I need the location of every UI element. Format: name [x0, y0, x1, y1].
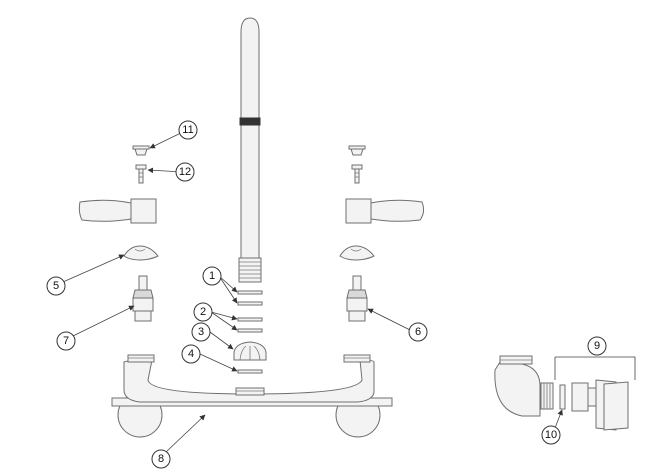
svg-text:9: 9 — [594, 340, 600, 352]
callout-10: 10 — [541, 425, 561, 445]
spout-band — [239, 117, 261, 126]
callout-12: 12 — [175, 162, 195, 182]
faucet-body-8 — [111, 354, 393, 438]
svg-text:8: 8 — [158, 453, 164, 465]
left-flange-5 — [123, 245, 159, 261]
washer-10 — [559, 384, 566, 410]
callout-8: 8 — [151, 449, 171, 469]
callout-2: 2 — [193, 302, 213, 322]
svg-text:3: 3 — [198, 326, 204, 338]
o-ring-1 — [237, 290, 263, 306]
callout-7: 7 — [56, 331, 76, 351]
callout-5: 5 — [46, 276, 66, 296]
callout-6: 6 — [408, 322, 428, 342]
left-lever-handle — [78, 198, 157, 224]
svg-text:6: 6 — [415, 326, 421, 338]
right-lever-handle — [345, 198, 425, 224]
right-flange — [339, 245, 375, 261]
screw-12 — [135, 164, 147, 184]
spout-threads — [238, 257, 262, 283]
wall-mount-assembly-9 — [494, 355, 629, 431]
svg-text:1: 1 — [209, 270, 215, 282]
washer-4 — [237, 369, 263, 374]
callout-11: 11 — [178, 120, 198, 140]
spout-tube — [238, 17, 262, 283]
svg-text:2: 2 — [200, 306, 206, 318]
svg-text:4: 4 — [188, 348, 194, 360]
left-cartridge-7 — [132, 275, 154, 322]
svg-text:11: 11 — [182, 124, 193, 136]
washer-2 — [237, 317, 263, 333]
right-screw — [351, 164, 363, 184]
index-button-11 — [132, 145, 150, 156]
callout-1: 1 — [202, 266, 222, 286]
callout-9: 9 — [587, 336, 607, 356]
svg-text:12: 12 — [179, 166, 191, 178]
leader-lines — [62, 129, 563, 453]
bracket-9 — [554, 356, 636, 380]
callout-4: 4 — [181, 344, 201, 364]
callout-3: 3 — [191, 322, 211, 342]
svg-text:5: 5 — [53, 280, 59, 292]
right-cartridge-6 — [346, 275, 368, 322]
spout-nut-3 — [233, 341, 267, 361]
svg-text:10: 10 — [545, 429, 557, 441]
right-index-button — [348, 145, 366, 156]
svg-text:7: 7 — [63, 335, 69, 347]
